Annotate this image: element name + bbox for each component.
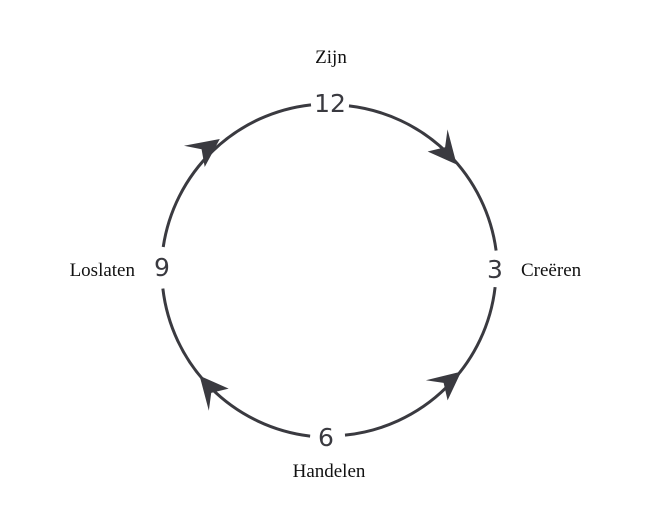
arc-6-to-9 [161, 288, 311, 438]
arrowhead-upper-left [183, 138, 220, 167]
arrowhead-lower-right [425, 371, 462, 401]
arc-3-to-6 [344, 286, 497, 437]
label-bottom: Handelen [293, 461, 366, 482]
arc-12-to-3 [348, 104, 498, 251]
clock-number-6: 6 [318, 423, 334, 452]
clock-number-9: 9 [154, 253, 170, 282]
clock-number-12: 12 [314, 89, 346, 118]
arrowhead-lower-left [199, 375, 229, 411]
arrowhead-upper-right [427, 129, 457, 165]
label-right: Creëren [521, 260, 582, 281]
label-top: Zijn [315, 47, 347, 68]
label-left: Loslaten [70, 260, 136, 281]
clock-number-3: 3 [487, 255, 503, 284]
arc-9-to-12 [161, 103, 312, 248]
